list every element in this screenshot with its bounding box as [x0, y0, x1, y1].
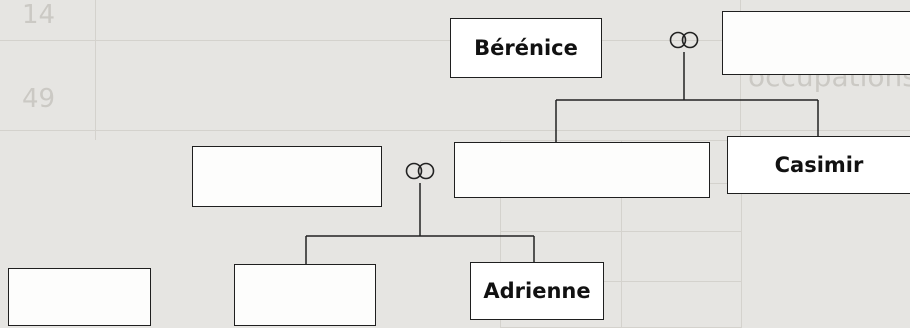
person-box-casimir: Casimir	[727, 136, 910, 194]
person-box-bottom-left	[8, 268, 151, 326]
person-name: Casimir	[774, 153, 864, 177]
person-box-top-right	[722, 11, 910, 75]
person-box-berenice: Bérénice	[450, 18, 602, 78]
person-name: Bérénice	[474, 36, 578, 60]
person-box-middle-left	[192, 146, 382, 207]
person-name: Adrienne	[483, 279, 591, 303]
person-box-middle-center	[454, 142, 710, 198]
rings-icon	[405, 162, 435, 180]
rings-icon	[669, 31, 699, 49]
person-box-adrienne: Adrienne	[470, 262, 604, 320]
person-box-bottom-center	[234, 264, 376, 326]
